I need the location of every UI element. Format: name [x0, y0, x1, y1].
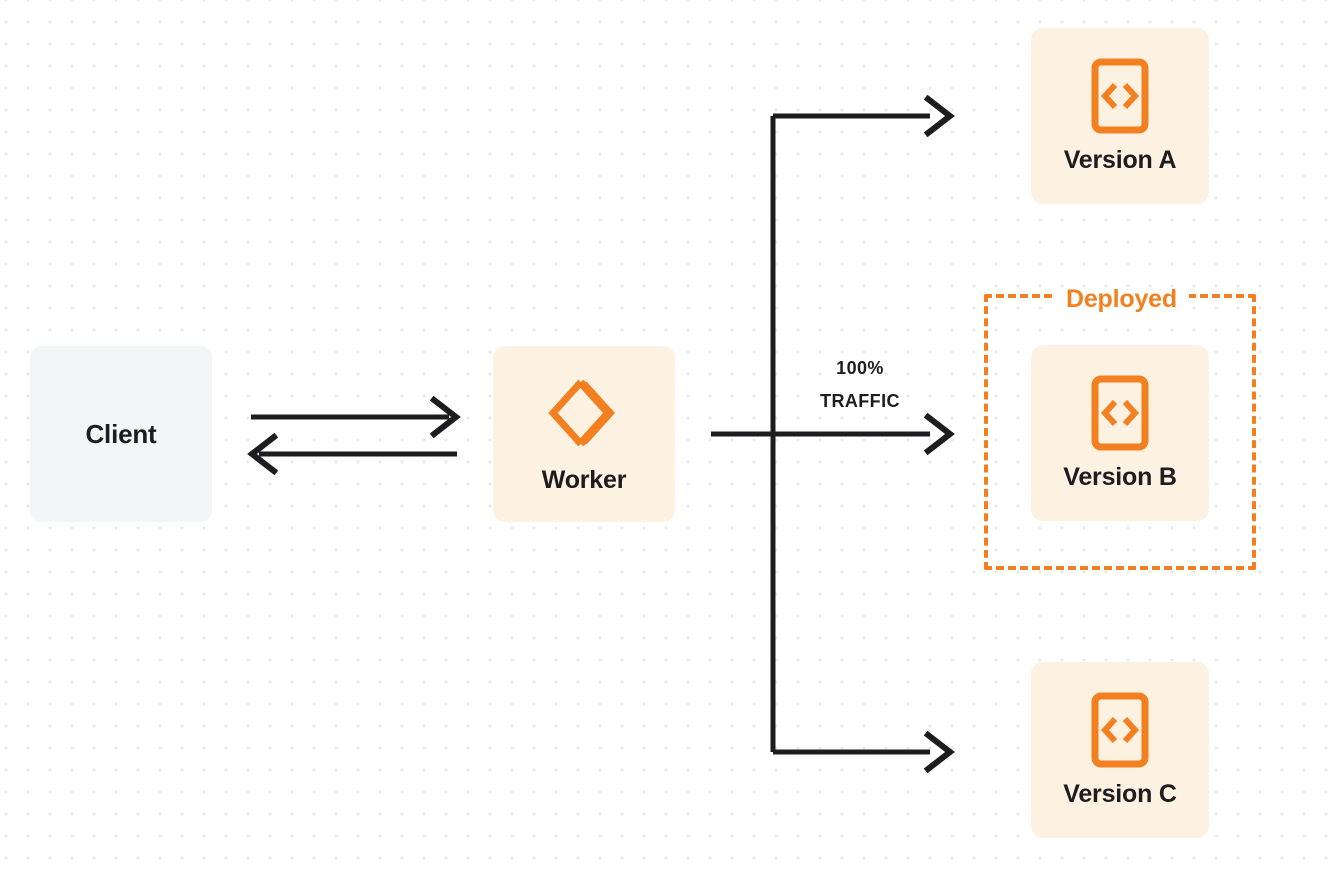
- node-worker-label: Worker: [541, 465, 627, 494]
- node-worker[interactable]: Worker: [493, 346, 675, 522]
- traffic-caption: TRAFFIC: [820, 391, 900, 412]
- edge-worker-to-version-a: [773, 94, 955, 138]
- cloudflare-workers-logo-icon: [545, 374, 623, 452]
- node-version-c[interactable]: Version C: [1031, 662, 1209, 838]
- edge-worker-to-version-c: [773, 730, 955, 774]
- node-client-label: Client: [85, 418, 157, 449]
- node-version-b[interactable]: Version B: [1031, 345, 1209, 521]
- node-version-a[interactable]: Version A: [1031, 28, 1209, 204]
- code-file-icon: [1090, 58, 1150, 134]
- traffic-label: 100% TRAFFIC: [790, 352, 930, 419]
- edge-worker-to-version-b: [923, 412, 955, 456]
- node-version-c-label: Version C: [1063, 779, 1177, 808]
- code-file-icon: [1090, 375, 1150, 451]
- edge-client-to-worker: [251, 395, 461, 439]
- node-client[interactable]: Client: [30, 346, 212, 522]
- node-version-b-label: Version B: [1063, 462, 1177, 491]
- edge-worker-trunk: [711, 116, 930, 752]
- traffic-percent: 100%: [836, 358, 884, 378]
- deployed-group-label: Deployed: [1054, 287, 1189, 312]
- node-version-a-label: Version A: [1063, 145, 1177, 174]
- code-file-icon: [1090, 692, 1150, 768]
- edge-worker-to-client: [247, 432, 457, 476]
